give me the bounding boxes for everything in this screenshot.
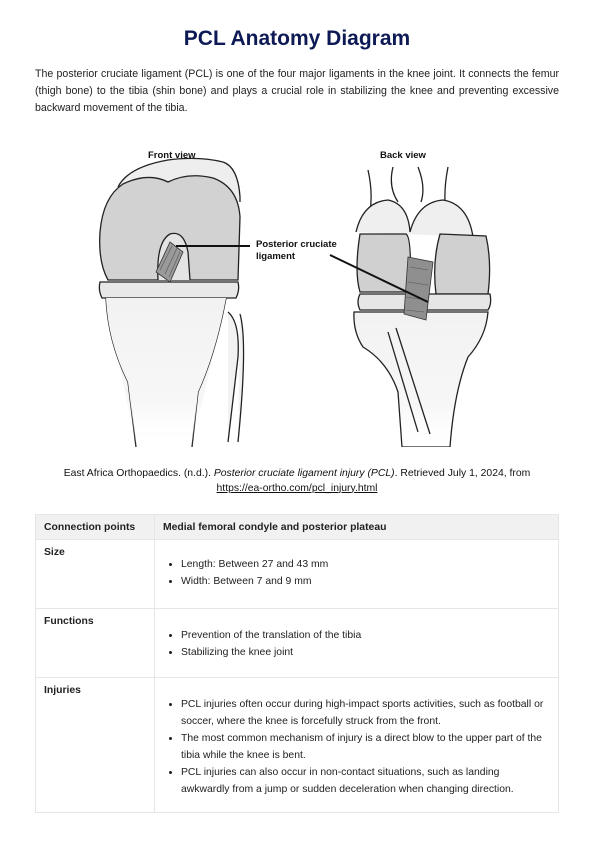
list-item: PCL injuries often occur during high-imp… [181, 696, 550, 730]
row-label: Injuries [35, 677, 155, 813]
table-row-injuries: Injuries PCL injuries often occur during… [35, 677, 559, 813]
back-view-knee [353, 166, 492, 447]
knee-anatomy-illustration: Front view Back view Posterior cruciate … [98, 150, 492, 447]
header-value: Medial femoral condyle and posterior pla… [154, 514, 559, 540]
callout-label-line2: ligament [256, 251, 296, 262]
row-label: Size [35, 539, 155, 609]
citation-prefix: East Africa Orthopaedics. (n.d.). [63, 468, 214, 479]
figure-citation: East Africa Orthopaedics. (n.d.). Poster… [30, 467, 564, 496]
list-item: Width: Between 7 and 9 mm [181, 573, 550, 590]
citation-suffix: . Retrieved July 1, 2024, from [394, 468, 531, 479]
callout-label-line1: Posterior cruciate [256, 239, 337, 250]
list-item: Prevention of the translation of the tib… [181, 627, 550, 644]
row-label: Functions [35, 608, 155, 678]
table-row-functions: Functions Prevention of the translation … [35, 608, 559, 678]
table-row-size: Size Length: Between 27 and 43 mm Width:… [35, 539, 559, 609]
row-value: PCL injuries often occur during high-imp… [154, 677, 559, 813]
list-item: The most common mechanism of injury is a… [181, 730, 550, 764]
row-value: Length: Between 27 and 43 mm Width: Betw… [154, 539, 559, 609]
intro-paragraph: The posterior cruciate ligament (PCL) is… [35, 68, 559, 114]
front-view-label: Front view [148, 150, 196, 161]
list-item: PCL injuries can also occur in non-conta… [181, 764, 550, 798]
citation-link[interactable]: https://ea-ortho.com/pcl_injury.html [216, 482, 378, 494]
list-item: Stabilizing the knee joint [181, 644, 550, 661]
citation-title: Posterior cruciate ligament injury (PCL) [213, 468, 395, 479]
header-label: Connection points [35, 514, 155, 540]
table-header-row: Connection points Medial femoral condyle… [35, 514, 559, 540]
pcl-info-table: Connection points Medial femoral condyle… [35, 514, 559, 813]
front-view-knee [98, 157, 245, 447]
back-view-label: Back view [380, 150, 427, 161]
page-title: PCL Anatomy Diagram [183, 27, 411, 50]
row-value: Prevention of the translation of the tib… [154, 608, 559, 678]
callout-line-back [329, 254, 429, 303]
list-item: Length: Between 27 and 43 mm [181, 556, 550, 573]
